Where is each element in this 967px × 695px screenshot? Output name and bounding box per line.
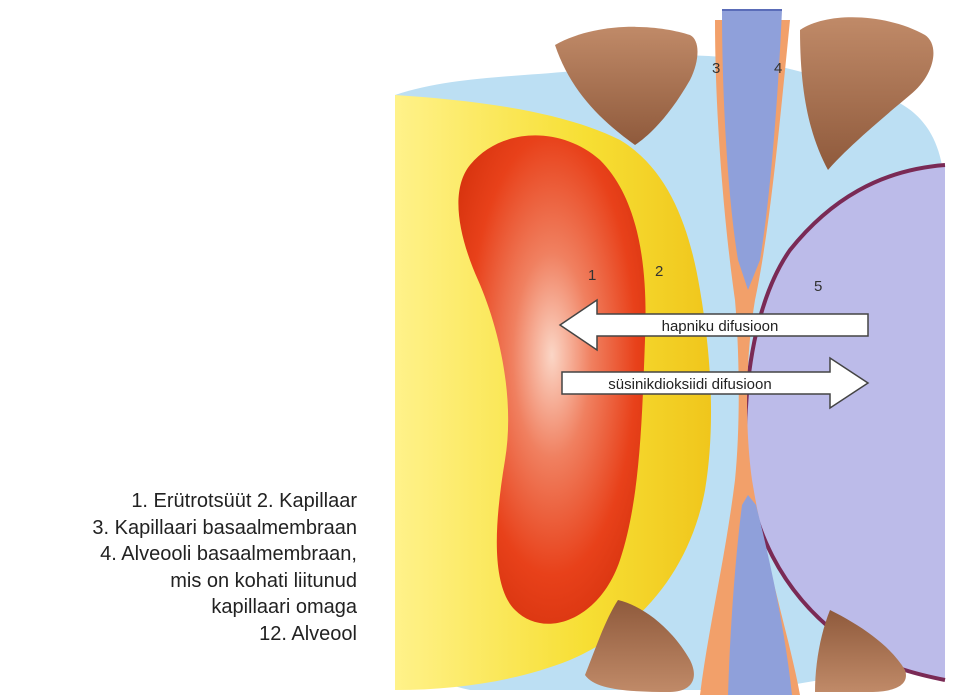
label-1: 1 bbox=[588, 267, 596, 284]
oxygen-diffusion-label: hapniku difusioon bbox=[662, 318, 779, 335]
label-5: 5 bbox=[814, 278, 822, 295]
legend-line: mis on kohati liitunud bbox=[0, 568, 357, 595]
legend-line: kapillaari omaga bbox=[0, 594, 357, 621]
legend-line: 4. Alveooli basaalmembraan, bbox=[0, 541, 357, 568]
legend-line: 1. Erütrotsüüt 2. Kapillaar bbox=[0, 488, 357, 515]
legend-line: 3. Kapillaari basaalmembraan bbox=[0, 515, 357, 542]
legend-caption: 1. Erütrotsüüt 2. Kapillaar 3. Kapillaar… bbox=[0, 488, 357, 647]
label-2: 2 bbox=[655, 263, 663, 280]
legend-line: 12. Alveool bbox=[0, 621, 357, 648]
label-4: 4 bbox=[774, 60, 782, 77]
label-3: 3 bbox=[712, 60, 720, 77]
co2-diffusion-label: süsinikdioksiidi difusioon bbox=[608, 376, 771, 393]
